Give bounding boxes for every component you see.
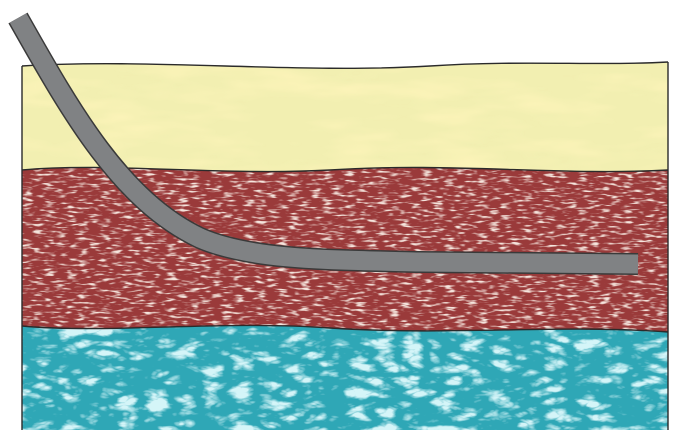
bottom-layer [22, 318, 668, 430]
